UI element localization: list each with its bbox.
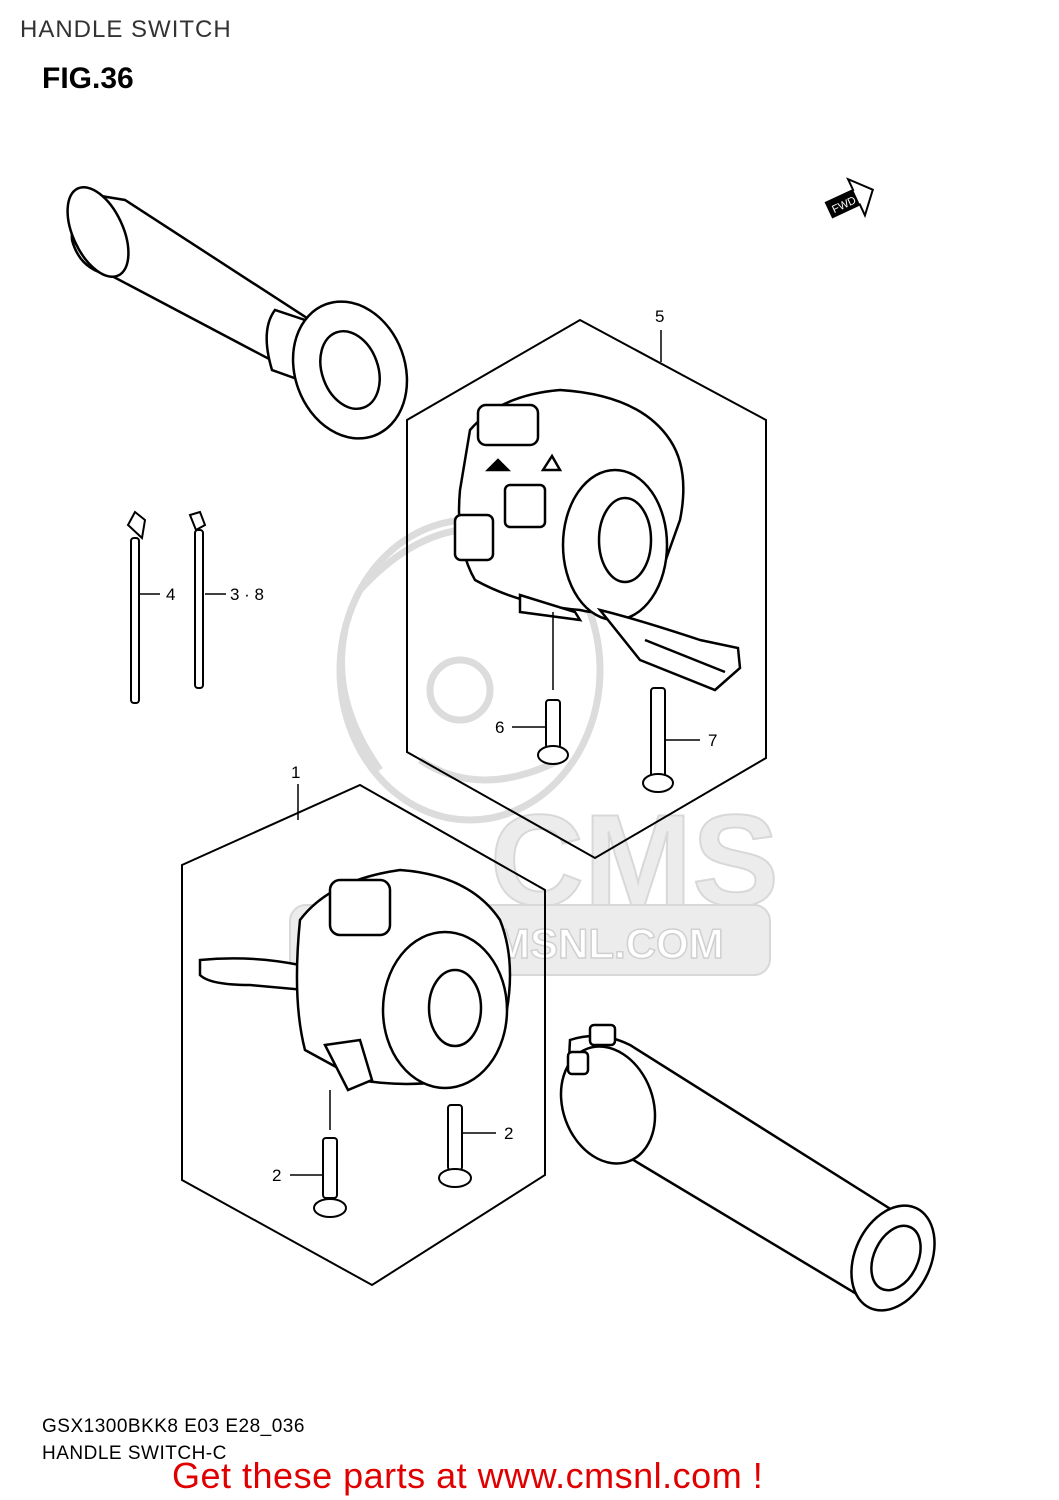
diagram-code: GSX1300BKK8 E03 E28_036 bbox=[42, 1416, 305, 1437]
fwd-arrow-icon: FWD bbox=[824, 177, 875, 219]
figure-number: FIG.36 bbox=[42, 62, 134, 95]
throttle-grip bbox=[559, 1023, 936, 1312]
cable-tie-4 bbox=[126, 510, 147, 704]
callout-item-5: 5 bbox=[655, 307, 664, 326]
left-grip bbox=[66, 185, 409, 440]
callout-item-1: 1 bbox=[291, 763, 300, 782]
screw-2b bbox=[438, 1104, 472, 1188]
page-title: HANDLE SWITCH bbox=[20, 16, 232, 43]
diagram-caption: HANDLE SWITCH-C bbox=[42, 1443, 227, 1464]
callout-item-6: 6 bbox=[495, 718, 504, 737]
callout-item-7: 7 bbox=[708, 731, 717, 750]
right-handle-switch bbox=[453, 388, 742, 692]
callout-item-2a: 2 bbox=[272, 1166, 281, 1185]
callout-item-3-8: 3 · 8 bbox=[230, 585, 264, 604]
assembly-outline-1 bbox=[181, 783, 546, 1287]
leader-lines bbox=[140, 330, 700, 1176]
screw-6 bbox=[537, 699, 569, 765]
screw-7 bbox=[642, 687, 674, 793]
assembly-outline-5 bbox=[406, 318, 767, 860]
cta-link[interactable]: Get these parts at www.cmsnl.com ! bbox=[172, 1455, 764, 1496]
screw-2a bbox=[313, 1137, 347, 1218]
callout-item-4: 4 bbox=[166, 585, 175, 604]
cable-tie-3-8 bbox=[188, 510, 207, 689]
left-handle-switch bbox=[198, 868, 512, 1092]
callout-item-2b: 2 bbox=[504, 1124, 513, 1143]
